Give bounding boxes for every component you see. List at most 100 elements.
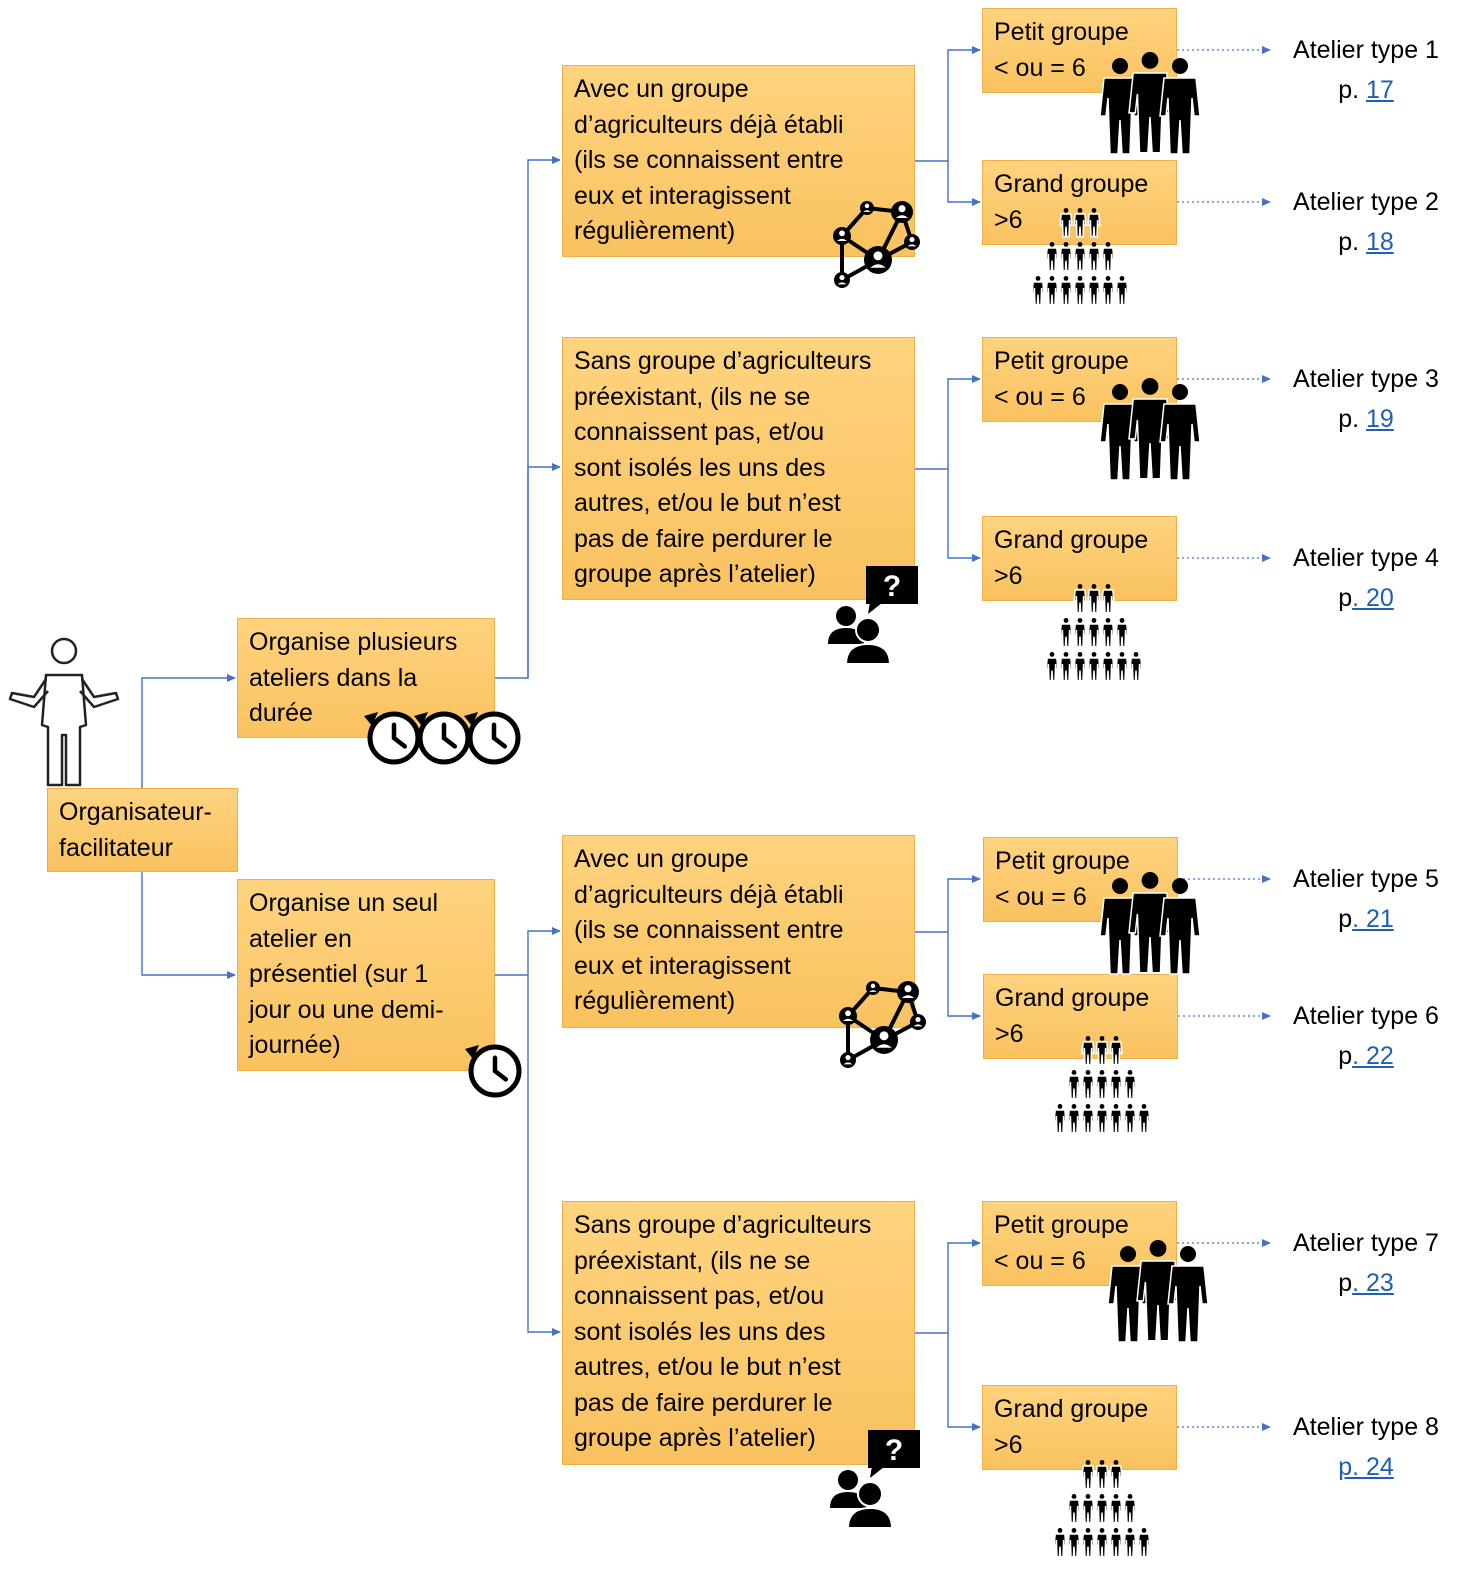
page-link[interactable]: . 23 xyxy=(1352,1269,1394,1297)
outcome-title: Atelier type 3 xyxy=(1293,365,1439,393)
organizer-box-line: facilitateur xyxy=(59,833,173,862)
group-box-1-2-line: Sans groupe d’agriculteurs xyxy=(574,347,872,375)
outcome-title: Atelier type 6 xyxy=(1293,1002,1439,1030)
page-reference: p. 19 xyxy=(1338,405,1394,433)
outcome-1: Atelier type 1 p. 17 xyxy=(1276,35,1456,105)
page-link[interactable]: . 22 xyxy=(1352,1042,1394,1070)
connector-line xyxy=(915,375,981,470)
crowd-icon xyxy=(1045,584,1143,682)
group-box-1-2-line: sont isolés les uns des xyxy=(574,453,826,482)
connector-line xyxy=(495,156,561,679)
page-reference: p. 18 xyxy=(1338,228,1394,256)
outcome-title: Atelier type 2 xyxy=(1293,188,1439,216)
connector-line xyxy=(947,161,981,206)
group-box-1-1-line: régulièrement) xyxy=(574,217,736,245)
group-box-2-2-line: connaissent pas, et/ou xyxy=(574,1282,825,1310)
group-box-1-1-line: (ils se connaissent entre xyxy=(574,146,844,174)
large-group-box-6-line: Grand groupe xyxy=(995,984,1150,1012)
branch-box-2-line: présentiel (sur 1 xyxy=(249,960,429,988)
network-people-icon xyxy=(839,981,926,1068)
large-group-box-4-line: >6 xyxy=(994,561,1023,590)
page-link[interactable]: . 20 xyxy=(1352,584,1394,612)
outcome-2: Atelier type 2 p. 18 xyxy=(1276,187,1456,257)
group-box-1-1: Avec un groupe d’agriculteurs déjà établi… xyxy=(562,65,915,257)
large-group-box-6-line: >6 xyxy=(995,1019,1024,1048)
group-box-1-2-line: autres, et/ou le but n’est xyxy=(574,489,841,517)
large-group-box-2-line: >6 xyxy=(994,205,1023,234)
three-people-icon xyxy=(1099,52,1201,155)
page-link[interactable]: 18 xyxy=(1365,228,1394,256)
outcome-title: Atelier type 1 xyxy=(1293,36,1439,64)
branch-box-1-line: Organise plusieurs xyxy=(249,628,458,656)
large-group-box-4-line: Grand groupe xyxy=(994,526,1149,554)
three-people-icon xyxy=(1099,378,1201,481)
connector-line xyxy=(495,927,561,976)
page-link[interactable]: 17 xyxy=(1365,76,1394,104)
group-box-2-2-line: autres, et/ou le but n’est xyxy=(574,1353,841,1381)
connector-line xyxy=(141,872,236,979)
branch-box-1-line: ateliers dans la xyxy=(249,663,418,692)
page-link[interactable]: p. 24 xyxy=(1338,1453,1394,1481)
group-box-1-2-line: connaissent pas, et/ou xyxy=(574,418,825,446)
group-box-2-1-line: d’agriculteurs déjà établi xyxy=(574,880,844,909)
page-reference: p. 24 xyxy=(1276,1452,1456,1482)
small-group-box-3-line: Petit groupe xyxy=(994,347,1129,375)
branch-box-2-line: journée) xyxy=(249,1031,341,1059)
connector-line xyxy=(947,469,981,562)
branch-box-1-line: durée xyxy=(249,699,313,727)
three-people-icon xyxy=(1099,872,1201,975)
page-reference: p. 23 xyxy=(1338,1269,1394,1297)
crowd-icon xyxy=(1053,1036,1151,1134)
group-box-2-2-line: sont isolés les uns des xyxy=(574,1317,826,1346)
organizer-box: Organisateur-facilitateur xyxy=(47,788,238,872)
small-group-box-7: Petit groupe< ou = 6 xyxy=(982,1201,1177,1286)
connector-line xyxy=(915,46,981,162)
small-group-box-1-line: Petit groupe xyxy=(994,18,1129,46)
small-group-box-5-line: < ou = 6 xyxy=(995,882,1087,911)
group-box-2-1-line: Avec un groupe xyxy=(574,845,749,873)
branch-box-2-line: atelier en xyxy=(249,924,352,953)
outcome-title: Atelier type 4 xyxy=(1293,544,1439,572)
group-box-2-1-line: régulièrement) xyxy=(574,987,736,1015)
large-group-box-8: Grand groupe>6 xyxy=(982,1385,1177,1470)
large-group-box-4: Grand groupe >6 xyxy=(982,516,1177,601)
group-box-2-2-line: pas de faire perdurer le xyxy=(574,1388,833,1417)
page-reference: p. 21 xyxy=(1338,905,1394,933)
people-question-icon: ? xyxy=(830,1430,920,1529)
large-group-box-8-line: >6 xyxy=(994,1430,1023,1459)
large-group-box-6: Grand groupe >6 xyxy=(983,974,1178,1059)
large-group-box-2-line: Grand groupe xyxy=(994,170,1149,198)
connector-line xyxy=(947,1333,981,1431)
network-people-icon xyxy=(833,201,920,288)
organizer-box-line: Organisateur- xyxy=(59,798,212,826)
small-group-box-7-line: Petit groupe xyxy=(994,1211,1129,1239)
group-box-2-2-line: Sans groupe d’agriculteurs xyxy=(574,1211,872,1239)
connector-line xyxy=(947,932,981,1020)
clock-history-icon xyxy=(364,711,521,765)
group-box-1-2-line: groupe après l’atelier) xyxy=(574,560,816,588)
people-question-icon: ? xyxy=(828,566,918,665)
person-shrug-icon xyxy=(8,637,120,787)
group-box-2-2-line: préexistant, (ils ne se xyxy=(574,1246,811,1275)
three-people-icon xyxy=(1107,1240,1209,1343)
group-box-1-1-line: eux et interagissent xyxy=(574,181,791,210)
page-link[interactable]: 19 xyxy=(1365,405,1394,433)
connector-line xyxy=(141,674,236,788)
group-box-1-1-line: Avec un groupe xyxy=(574,75,749,103)
group-box-2-2: Sans groupe d’agriculteurs préexistant, (… xyxy=(562,1201,915,1465)
small-group-box-1-line: < ou = 6 xyxy=(994,53,1086,82)
small-group-box-5-line: Petit groupe xyxy=(995,847,1130,875)
group-box-2-1-line: eux et interagissent xyxy=(574,951,791,980)
crowd-icon xyxy=(1053,1460,1151,1558)
page-reference: p. 17 xyxy=(1338,76,1394,104)
page-link[interactable]: . 21 xyxy=(1352,905,1394,933)
clock-history-icon xyxy=(465,1044,522,1098)
group-box-1-1-line: d’agriculteurs déjà établi xyxy=(574,110,844,139)
